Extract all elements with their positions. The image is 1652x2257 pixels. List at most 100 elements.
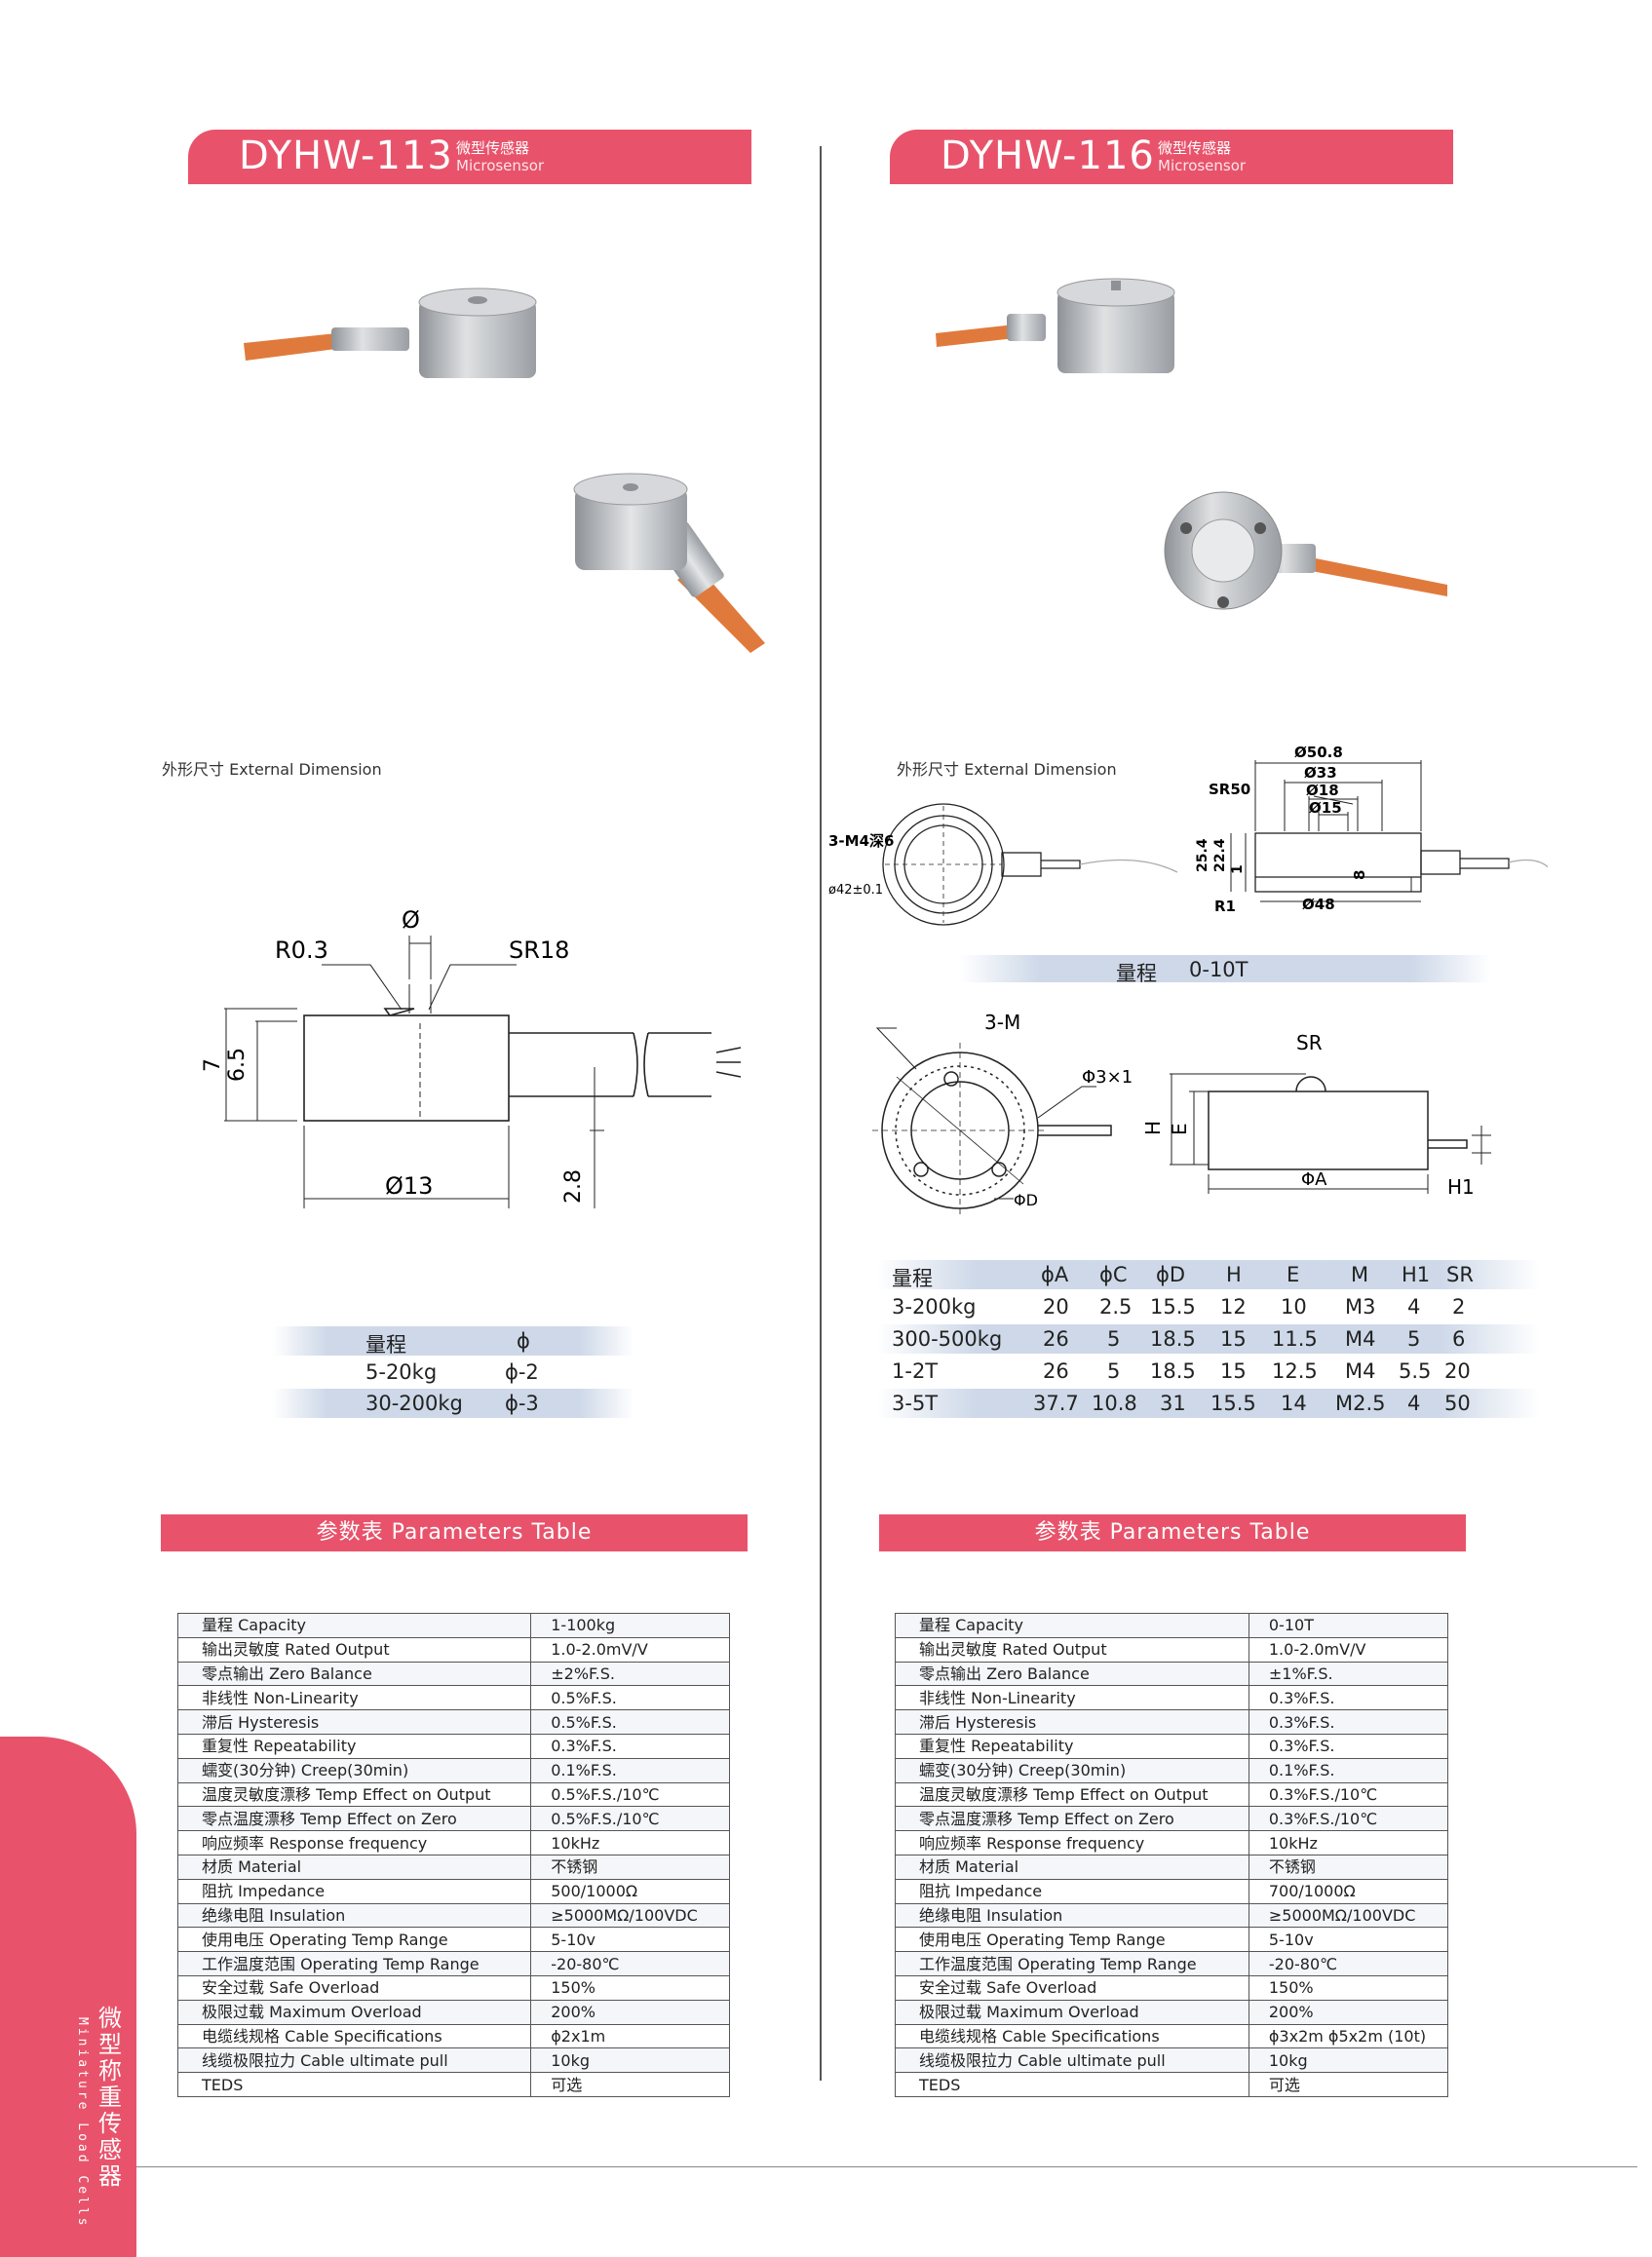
param-value: 可选 — [1248, 2072, 1449, 2097]
diameter-13-label: Ø13 — [385, 1172, 433, 1200]
header-banner-right: DYHW-116 微型传感器 Microsensor — [890, 130, 1453, 184]
param-value: 0.5%F.S./10℃ — [530, 1806, 730, 1832]
col-range: 量程 — [365, 1333, 406, 1357]
radius-label: R0.3 — [275, 937, 328, 964]
param-value: 0.1%F.S. — [530, 1757, 730, 1783]
d33-label: Ø33 — [1304, 764, 1337, 782]
param-row: 蠕变(30分钟) Creep(30min)0.1%F.S. — [176, 1757, 730, 1783]
param-value: 0.3%F.S./10℃ — [1248, 1806, 1449, 1832]
param-value: 150% — [530, 1974, 730, 2001]
h-label: H — [1141, 1121, 1165, 1135]
param-name: 滞后 Hysteresis — [895, 1709, 1249, 1735]
range-table-header: 量程 ϕ — [273, 1326, 634, 1357]
param-value: -20-80℃ — [530, 1951, 730, 1976]
range-caption-label: 量程 — [1116, 962, 1157, 985]
side-tab-en: Miniature Load Cells — [75, 2017, 90, 2229]
param-value: 10kHz — [530, 1830, 730, 1855]
thread-label: 3-M4深6 — [828, 832, 894, 850]
param-name: 输出灵敏度 Rated Output — [895, 1636, 1249, 1663]
param-name: 零点温度漂移 Temp Effect on Zero — [176, 1806, 532, 1832]
param-name: 绝缘电阻 Insulation — [895, 1902, 1249, 1929]
h25-label: 25.4 — [1195, 838, 1210, 872]
param-value: 0-10T — [1248, 1613, 1449, 1638]
model-title: DYHW-113 — [239, 134, 453, 178]
param-name: 非线性 Non-Linearity — [895, 1685, 1249, 1711]
h22-label: 22.4 — [1212, 838, 1228, 872]
product-photo-113-angle — [573, 473, 765, 653]
range-table-row: 30-200kg ϕ-3 — [273, 1389, 634, 1418]
param-name: 线缆极限拉力 Cable ultimate pull — [895, 2047, 1249, 2074]
sr50-label: SR50 — [1209, 781, 1250, 798]
sr-label: SR18 — [509, 937, 569, 964]
type-en: Microsensor — [456, 157, 545, 174]
param-name: TEDS — [176, 2072, 532, 2097]
column-divider — [820, 146, 822, 2081]
param-name: 使用电压 Operating Temp Range — [895, 1927, 1249, 1953]
product-photo-113-side — [244, 287, 537, 378]
param-name: 蠕变(30分钟) Creep(30min) — [176, 1757, 532, 1783]
param-name: 滞后 Hysteresis — [176, 1709, 532, 1735]
sr-label: SR — [1296, 1031, 1323, 1054]
d48-label: Ø48 — [1302, 896, 1335, 913]
param-value: 150% — [1248, 1974, 1449, 2001]
phi3-label: Φ3×1 — [1082, 1067, 1133, 1088]
param-name: 阻抗 Impedance — [895, 1878, 1249, 1904]
param-name: 使用电压 Operating Temp Range — [176, 1927, 532, 1953]
param-value: ≥5000MΩ/100VDC — [530, 1902, 730, 1929]
param-value: 0.3%F.S. — [1248, 1709, 1449, 1735]
d50-label: Ø50.8 — [1294, 744, 1343, 761]
h1-label: H1 — [1447, 1175, 1475, 1199]
param-value: 不锈钢 — [1248, 1854, 1449, 1880]
dim-2-8-label: 2.8 — [561, 1169, 586, 1204]
params-title-right: 参数表 Parameters Table — [879, 1514, 1466, 1551]
range-caption: 量程 0-10T — [960, 955, 1491, 985]
header-banner-left: DYHW-113 微型传感器 Microsensor — [188, 130, 751, 184]
type-en: Microsensor — [1158, 157, 1247, 174]
param-row: 绝缘电阻 Insulation≥5000MΩ/100VDC — [176, 1902, 730, 1929]
pcd-label: ø42±0.1 — [828, 883, 883, 898]
param-value: 500/1000Ω — [530, 1878, 730, 1904]
param-value: ≥5000MΩ/100VDC — [1248, 1902, 1449, 1929]
m-label: 3-M — [984, 1011, 1020, 1034]
param-name: 安全过载 Safe Overload — [176, 1974, 532, 2001]
param-name: 工作温度范围 Operating Temp Range — [895, 1951, 1249, 1976]
param-row: 蠕变(30分钟) Creep(30min)0.1%F.S. — [895, 1757, 1449, 1783]
param-name: 电缆线规格 Cable Specifications — [176, 2023, 532, 2049]
param-value: 5-10v — [530, 1927, 730, 1953]
phid-label: ΦD — [1014, 1191, 1038, 1209]
param-value: 0.3%F.S. — [1248, 1685, 1449, 1711]
product-photo-116-bottom — [1164, 491, 1447, 610]
height-7-label: 7 — [201, 1058, 225, 1072]
param-name: TEDS — [895, 2072, 1249, 2097]
param-name: 零点输出 Zero Balance — [895, 1661, 1249, 1687]
param-name: 安全过载 Safe Overload — [895, 1974, 1249, 2001]
param-name: 材质 Material — [176, 1854, 532, 1880]
params-title-left: 参数表 Parameters Table — [161, 1514, 748, 1551]
type-cn: 微型传感器 — [456, 139, 530, 157]
drawing-dyhw-113: R0.3 Ø SR18 7 6.5 Ø13 2.8 — [201, 906, 742, 1208]
param-value: 1.0-2.0mV/V — [1248, 1636, 1449, 1663]
param-name: 蠕变(30分钟) Creep(30min) — [895, 1757, 1249, 1783]
param-name: 电缆线规格 Cable Specifications — [895, 2023, 1249, 2049]
param-value: 200% — [530, 1999, 730, 2025]
param-value: 0.3%F.S. — [1248, 1733, 1449, 1759]
param-value: 10kg — [1248, 2047, 1449, 2074]
footer-rule — [136, 2166, 1637, 2167]
param-name: 零点温度漂移 Temp Effect on Zero — [895, 1806, 1249, 1832]
